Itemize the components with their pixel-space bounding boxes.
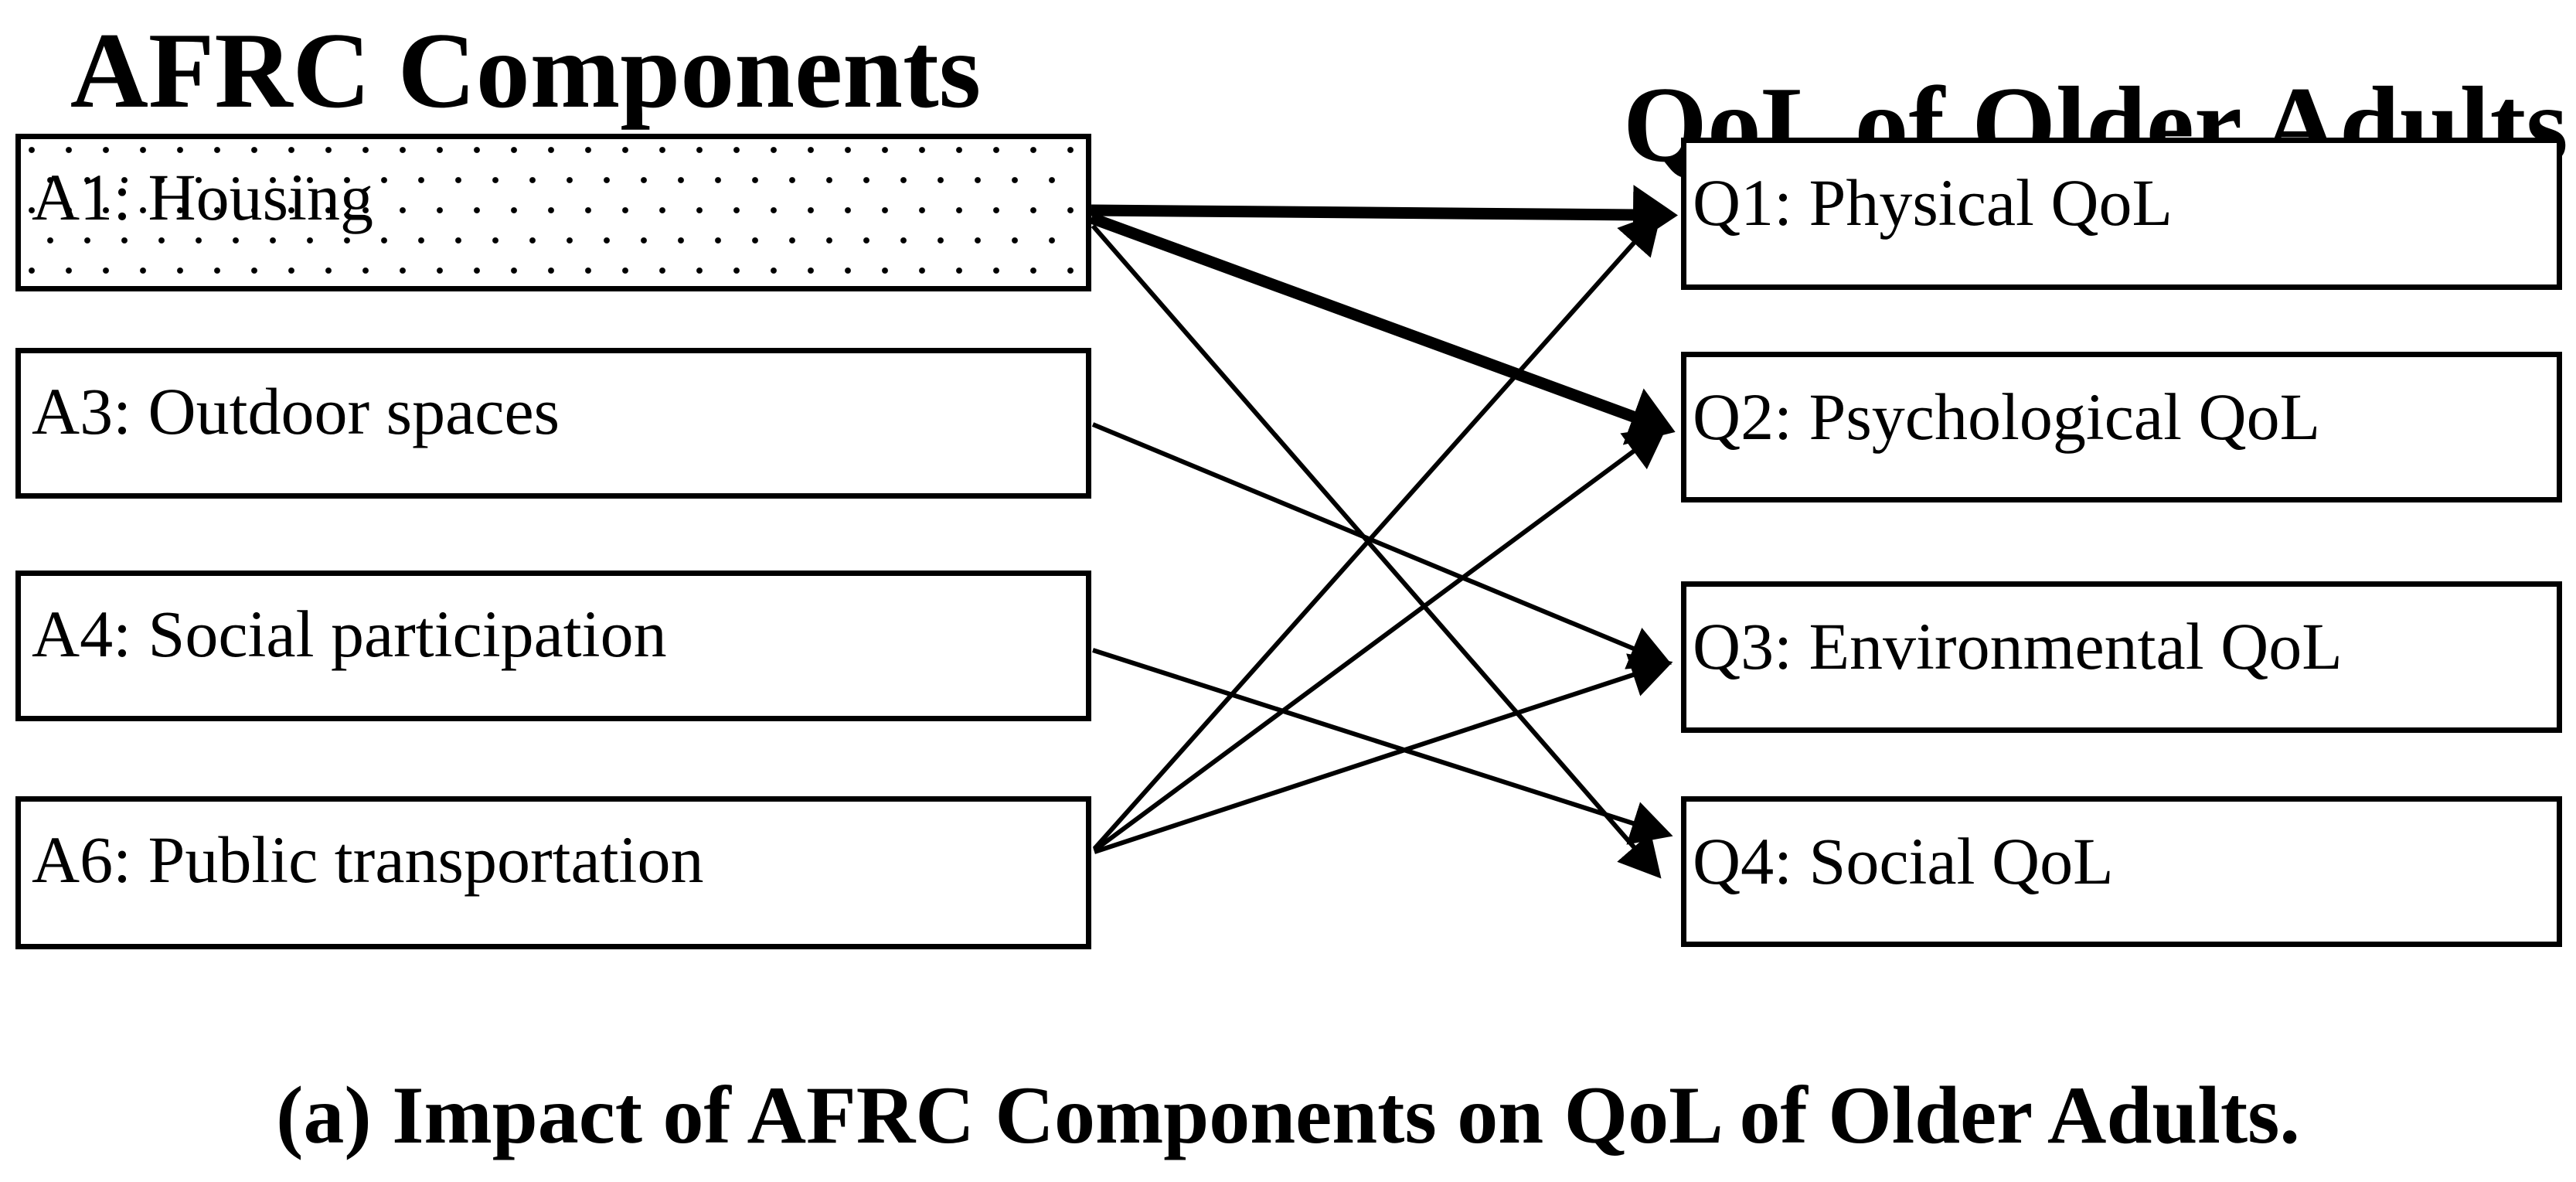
node-q4-social-qol: Q4: Social QoL [1681,796,2562,947]
node-a1-housing: A1: Housing [15,134,1091,291]
edge-A6-Q2 [1093,426,1667,853]
edge-A6-Q1 [1092,211,1662,850]
edge-A3-Q3 [1091,422,1673,669]
node-label: A4: Social participation [32,597,667,671]
figure-caption: (a) Impact of AFRC Components on QoL of … [276,1070,2300,1160]
node-a6-public-transportation: A6: Public transportation [15,796,1091,949]
edge-A1-Q2 [1089,212,1676,445]
left-column-header: AFRC Components [70,11,982,131]
edge-A1-Q4 [1091,224,1662,879]
node-q3-environmental-qol: Q3: Environmental QoL [1681,581,2562,733]
node-label: Q2: Psychological QoL [1693,380,2321,454]
edge-A6-Q3 [1094,653,1673,854]
node-label: A6: Public transportation [32,823,704,897]
edge-A4-Q4 [1092,648,1673,845]
node-q1-physical-qol: Q1: Physical QoL [1681,138,2562,290]
node-label: A1: Housing [32,160,373,234]
edge-A1-Q1 [1091,184,1678,245]
node-a3-outdoor-spaces: A3: Outdoor spaces [15,348,1091,499]
node-label: Q3: Environmental QoL [1693,609,2343,683]
node-label: Q1: Physical QoL [1693,165,2173,240]
node-label: Q4: Social QoL [1693,824,2114,898]
node-q2-psychological-qol: Q2: Psychological QoL [1681,352,2562,502]
node-a4-social-participation: A4: Social participation [15,571,1091,721]
node-label: A3: Outdoor spaces [32,374,560,448]
